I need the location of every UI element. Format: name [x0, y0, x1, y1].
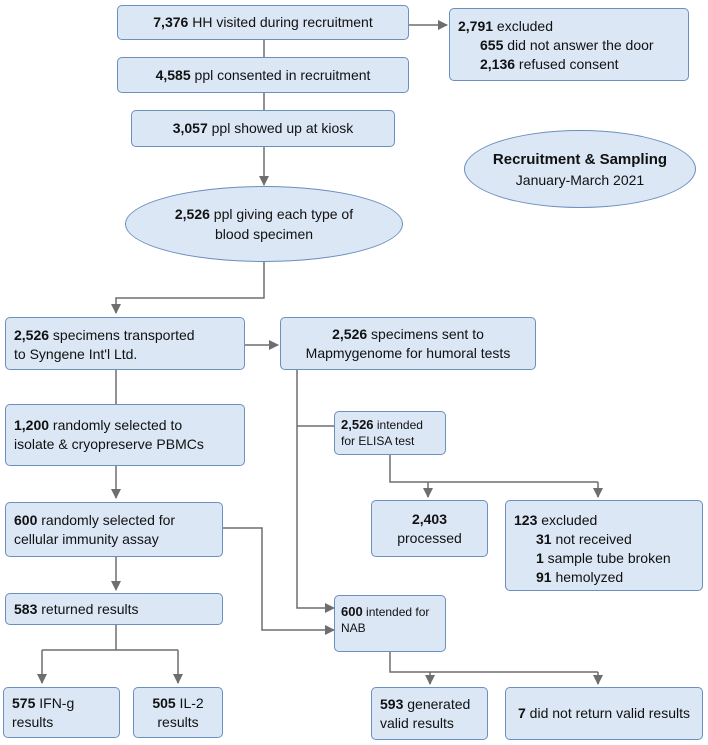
- edge-elisa-split: [389, 455, 599, 497]
- box-excluded-recruitment: 2,791 excluded 655 did not answer the do…: [449, 8, 689, 81]
- box-cellular-assay: 600 randomly selected for cellular immun…: [5, 502, 223, 557]
- edge-returned-split: [41, 625, 179, 683]
- box-kiosk: 3,057 ppl showed up at kiosk: [131, 110, 395, 147]
- box-excluded-elisa: 123 excluded 31 not received 1 sample tu…: [505, 500, 703, 591]
- box-mapmygenome: 2,526 specimens sent to Mapmygenome for …: [280, 317, 536, 370]
- box-il2: 505 IL-2 results: [133, 687, 223, 738]
- box-elisa: 2,526 intended for ELISA test: [334, 411, 446, 455]
- box-pbmc: 1,200 randomly selected to isolate & cry…: [5, 404, 245, 466]
- box-hh-visited: 7,376 HH visited during recruitment: [117, 5, 409, 40]
- box-valid-results: 593 generated valid results: [371, 687, 488, 740]
- box-returned-results: 583 returned results: [5, 593, 223, 625]
- edge-nab-split: [389, 652, 599, 684]
- box-syngene: 2,526 specimens transported to Syngene I…: [5, 317, 245, 370]
- edge-cellular-nab: [223, 527, 335, 635]
- ellipse-blood-specimen: 2,526 ppl giving each type of blood spec…: [125, 186, 403, 262]
- box-processed: 2,403 processed: [371, 500, 488, 557]
- edge-mapmy-trunk: [296, 370, 335, 613]
- box-consented: 4,585 ppl consented in recruitment: [117, 57, 409, 93]
- edge-giving-syngene: [111, 262, 265, 314]
- ellipse-title: Recruitment & Sampling January-March 202…: [464, 130, 696, 208]
- box-invalid-results: 7 did not return valid results: [505, 687, 703, 740]
- box-nab: 600 intended for NAB: [334, 595, 446, 652]
- box-ifng: 575 IFN-g results: [3, 687, 120, 738]
